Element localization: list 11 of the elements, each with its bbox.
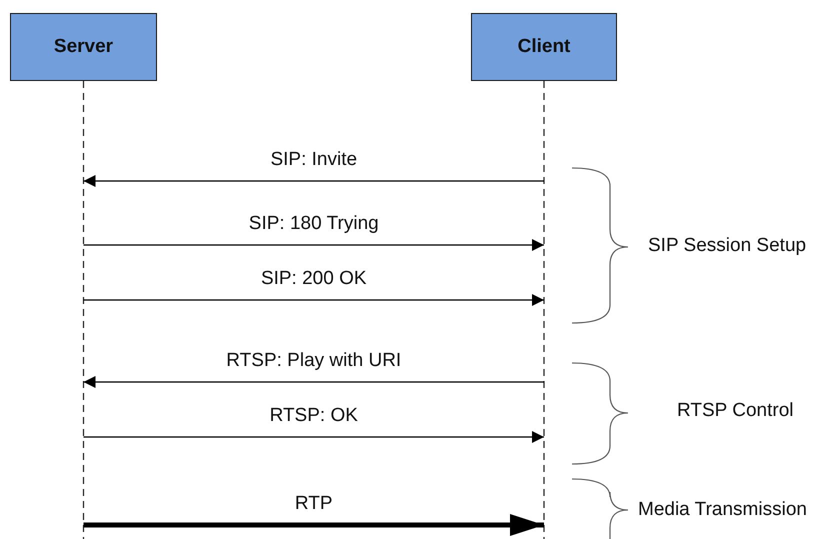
group-label: RTSP Control xyxy=(677,400,794,422)
participant-name: Client xyxy=(518,36,570,58)
message-arrow xyxy=(84,294,544,306)
message-arrow xyxy=(84,175,544,187)
message-arrow xyxy=(84,376,544,388)
message-arrow xyxy=(84,514,544,536)
message-arrow xyxy=(84,431,544,443)
group-label: Media Transmission xyxy=(638,499,807,521)
message-arrow xyxy=(84,239,544,251)
group-label: SIP Session Setup xyxy=(648,235,806,257)
participant-name: Server xyxy=(54,36,114,58)
